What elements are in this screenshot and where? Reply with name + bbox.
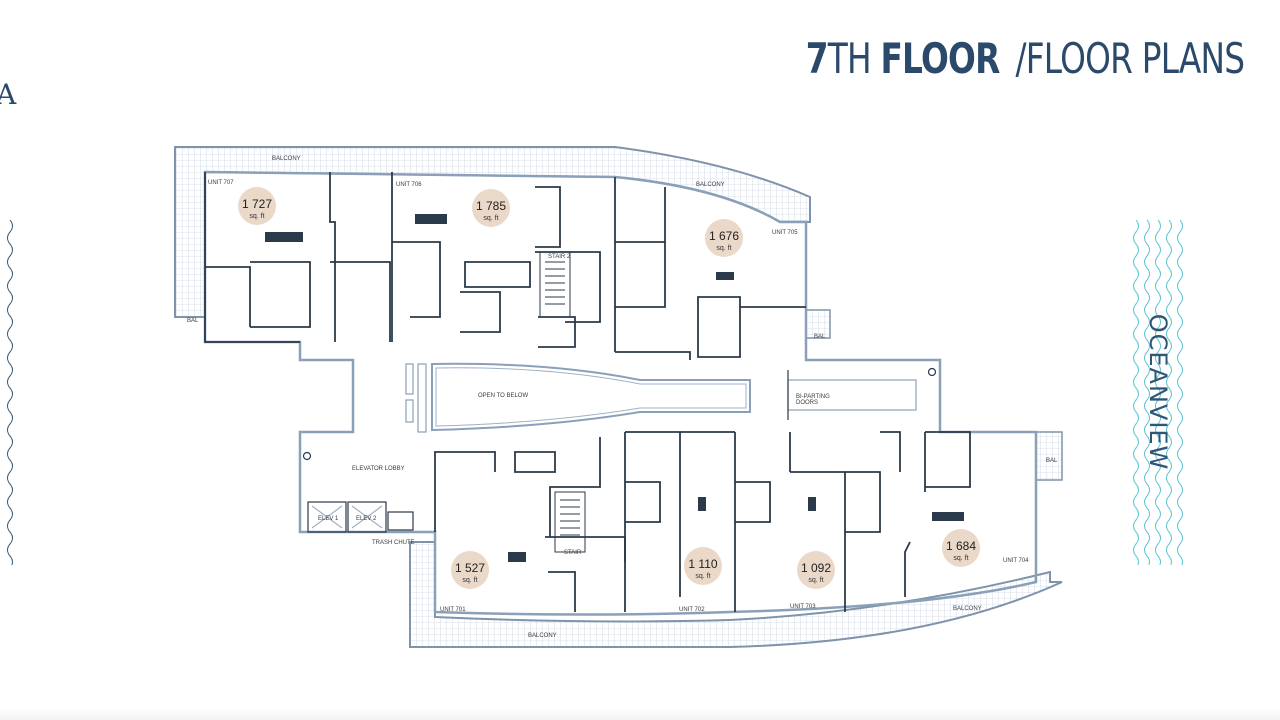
elevators xyxy=(307,501,414,533)
balcony-label-south-east: BALCONY xyxy=(953,606,982,612)
bal-label-east: BAL xyxy=(1046,458,1058,464)
bal-label-west: BAL xyxy=(187,318,199,324)
open-to-below-label: OPEN TO BELOW xyxy=(478,393,528,399)
balcony-label-north-west: BALCONY xyxy=(272,156,301,162)
area-badge-701: 1 527 sq. ft xyxy=(451,551,489,589)
unit-label-706: UNIT 706 xyxy=(396,182,422,188)
area-value-707: 1 727 xyxy=(242,197,272,211)
elevator-2-label: ELEV 2 xyxy=(356,516,377,522)
area-badges: 1 727 sq. ft 1 785 sq. ft 1 676 sq. ft 1… xyxy=(238,187,980,589)
area-value-706: 1 785 xyxy=(476,199,506,213)
title-floor-suffix: TH xyxy=(827,34,871,83)
area-unit-703: sq. ft xyxy=(808,577,823,584)
area-unit-702: sq. ft xyxy=(695,573,710,580)
bottom-fade xyxy=(0,708,1280,720)
area-unit-706: sq. ft xyxy=(483,215,498,222)
stair-label: STAIR xyxy=(564,550,582,556)
corridor xyxy=(302,362,937,461)
page-title: 7TH FLOOR /FLOOR PLANS xyxy=(805,34,1244,83)
area-labels: BALCONY BALCONY BALCONY BALCONY BAL BAL … xyxy=(187,156,1058,639)
wave-line xyxy=(1155,220,1161,565)
bal-label-north: BAL xyxy=(814,334,826,340)
area-value-701: 1 527 xyxy=(455,561,485,575)
unit-label-704: UNIT 704 xyxy=(1003,558,1029,564)
trash-chute-label: TRASH CHUTE xyxy=(372,540,415,546)
area-badge-705: 1 676 sq. ft xyxy=(705,219,743,257)
unit-label-702: UNIT 702 xyxy=(679,607,705,613)
kitchen-islands xyxy=(265,214,964,562)
area-badge-707: 1 727 sq. ft xyxy=(238,187,276,225)
balcony-areas xyxy=(174,146,1063,648)
area-unit-705: sq. ft xyxy=(716,245,731,252)
ocean-waves-decoration xyxy=(1133,220,1183,565)
unit-walls xyxy=(204,172,971,612)
area-value-705: 1 676 xyxy=(709,229,739,243)
title-floor-number: 7 xyxy=(805,34,828,83)
area-unit-704: sq. ft xyxy=(953,555,968,562)
doors-label: DOORS xyxy=(796,400,818,406)
area-badge-702: 1 110 sq. ft xyxy=(684,547,722,585)
balcony-label-south: BALCONY xyxy=(528,633,557,639)
unit-label-707: UNIT 707 xyxy=(208,180,234,186)
wave-line xyxy=(1166,220,1172,565)
wave-line xyxy=(7,220,13,565)
area-badge-706: 1 785 sq. ft xyxy=(472,189,510,227)
elevator-lobby-label: ELEVATOR LOBBY xyxy=(352,466,405,472)
area-value-703: 1 092 xyxy=(801,561,831,575)
oceanview-label: OCEANVIEW xyxy=(1144,313,1172,471)
elevator-1-label: ELEV 1 xyxy=(318,516,339,522)
title-floor-word: FLOOR xyxy=(880,34,1000,83)
title-subtitle: /FLOOR PLANS xyxy=(1015,34,1245,83)
unit-label-701: UNIT 701 xyxy=(440,607,466,613)
area-unit-707: sq. ft xyxy=(249,213,264,220)
stairs xyxy=(539,251,586,553)
unit-labels: UNIT 707 UNIT 706 UNIT 705 UNIT 701 UNIT… xyxy=(208,180,1029,613)
stair-2-label: STAIR 2 xyxy=(548,254,571,260)
balcony-label-north-east: BALCONY xyxy=(696,182,725,188)
left-waves-decoration xyxy=(7,220,13,565)
area-unit-701: sq. ft xyxy=(462,577,477,584)
wave-line xyxy=(1144,220,1150,565)
wave-line xyxy=(1177,220,1183,565)
floor-plan: 1 727 sq. ft 1 785 sq. ft 1 676 sq. ft 1… xyxy=(174,146,1063,648)
bi-parting-label: BI-PARTING xyxy=(796,394,830,400)
building-outline xyxy=(203,170,1038,616)
unit-label-703: UNIT 703 xyxy=(790,604,816,610)
area-badge-704: 1 684 sq. ft xyxy=(942,529,980,567)
brand-logo-fragment: A xyxy=(0,78,17,111)
unit-label-705: UNIT 705 xyxy=(772,230,798,236)
area-badge-703: 1 092 sq. ft xyxy=(797,551,835,589)
area-value-702: 1 110 xyxy=(688,557,717,571)
area-value-704: 1 684 xyxy=(946,539,976,553)
wave-line xyxy=(1133,220,1139,565)
